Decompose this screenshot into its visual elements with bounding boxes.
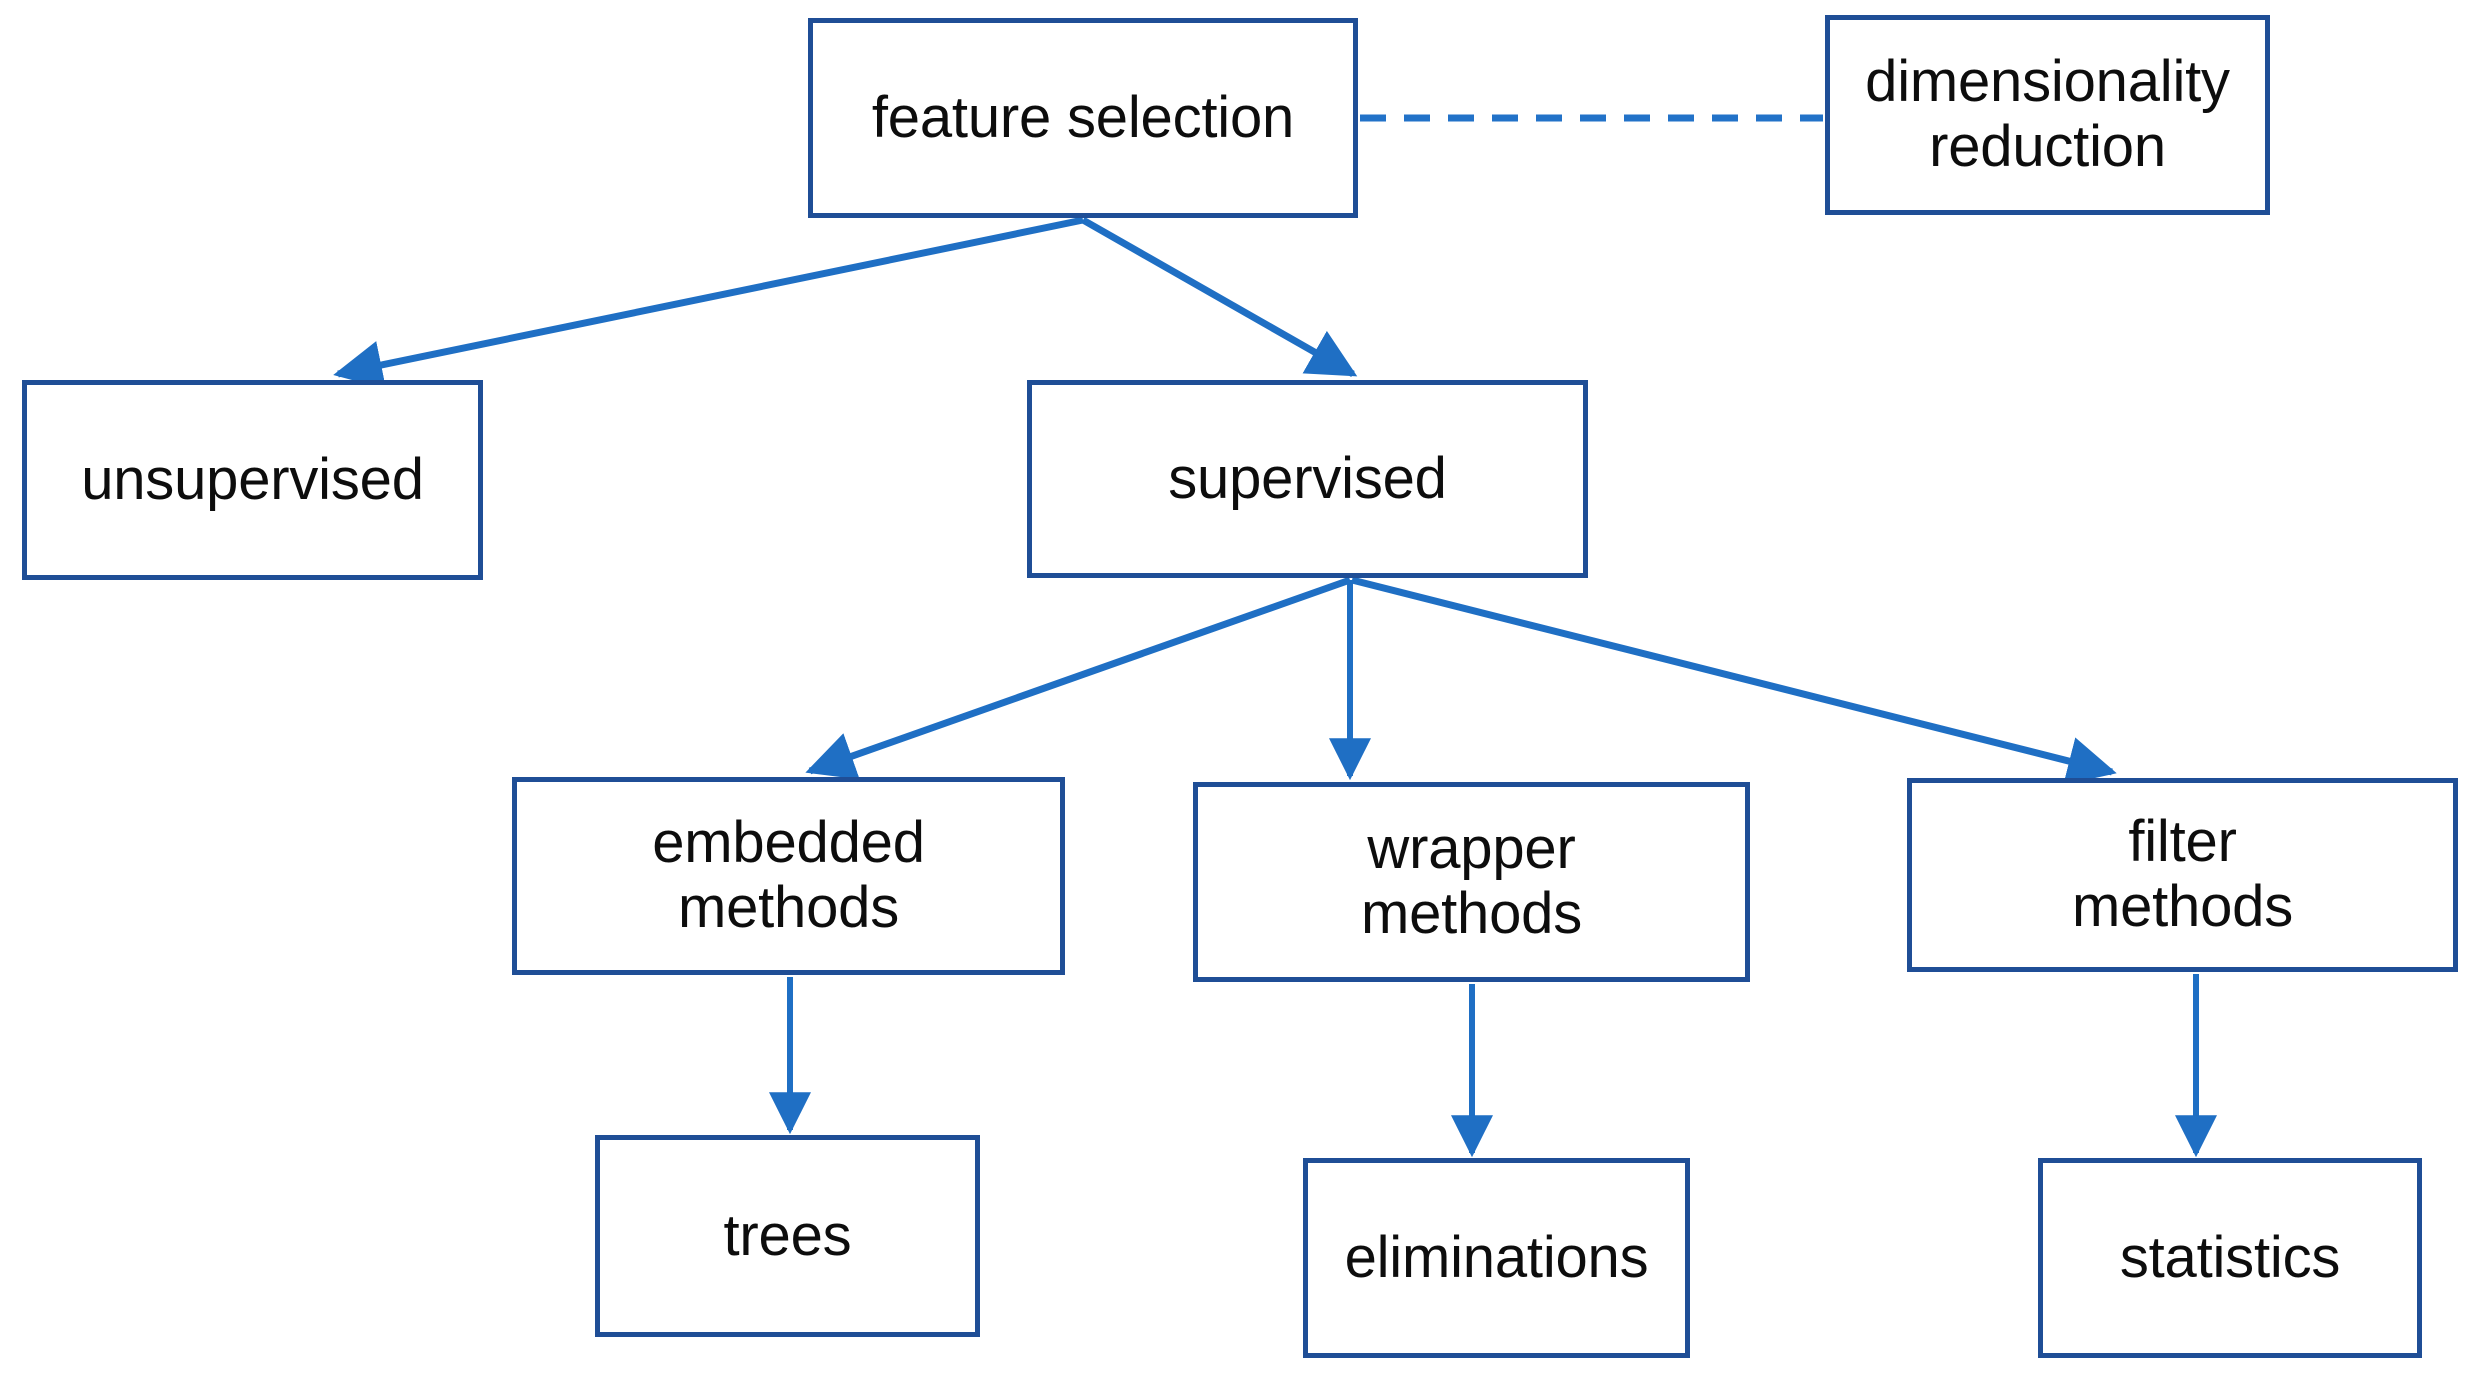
node-label-unsupervised: unsupervised [81, 446, 424, 512]
node-label-dimensionality-reduction: dimensionality reduction [1865, 49, 2230, 179]
node-trees[interactable]: trees [595, 1135, 980, 1337]
node-dimensionality-reduction[interactable]: dimensionality reduction [1825, 15, 2270, 215]
edge-feature-selection-to-supervised [1081, 216, 1358, 378]
node-embedded-methods[interactable]: embedded methods [512, 777, 1065, 975]
node-filter-methods[interactable]: filter methods [1907, 778, 2458, 972]
edge-supervised-to-embedded-methods [805, 576, 1352, 780]
node-unsupervised[interactable]: unsupervised [22, 380, 483, 580]
node-label-embedded-methods: embedded methods [652, 810, 925, 940]
node-statistics[interactable]: statistics [2038, 1158, 2422, 1358]
node-label-statistics: statistics [2119, 1224, 2341, 1290]
node-label-feature-selection: feature selection [871, 84, 1295, 150]
node-feature-selection[interactable]: feature selection [808, 18, 1358, 218]
edge-feature-selection-to-unsupervised [333, 216, 1084, 390]
node-label-filter-methods: filter methods [2071, 809, 2294, 939]
node-eliminations[interactable]: eliminations [1303, 1158, 1690, 1358]
edge-supervised-to-filter-methods [1351, 576, 2117, 785]
node-label-trees: trees [723, 1202, 852, 1268]
node-label-supervised: supervised [1168, 445, 1447, 511]
node-supervised[interactable]: supervised [1027, 380, 1588, 578]
node-wrapper-methods[interactable]: wrapper methods [1193, 782, 1750, 982]
node-label-wrapper-methods: wrapper methods [1360, 816, 1583, 946]
node-label-eliminations: eliminations [1344, 1224, 1649, 1290]
